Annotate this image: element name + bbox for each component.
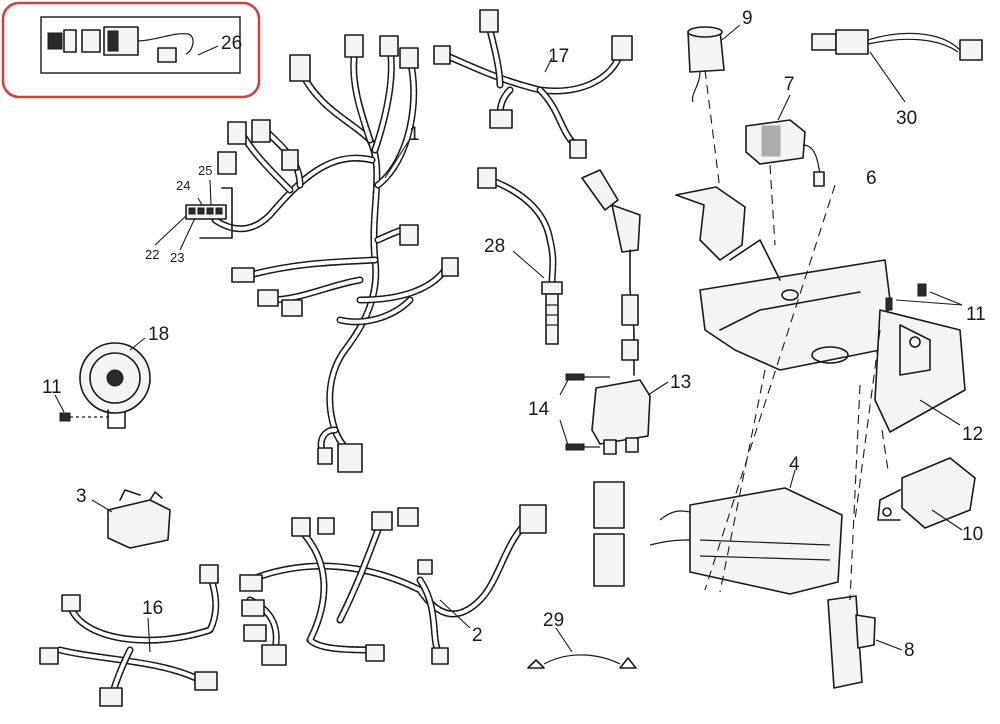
- part-14-coil-bolts[interactable]: [559, 373, 610, 451]
- callout-25: 25: [198, 163, 212, 178]
- callout-11a: 11: [42, 377, 62, 398]
- part-28-sensor[interactable]: [477, 167, 563, 345]
- part-17-sub-harness[interactable]: [433, 9, 633, 159]
- part-13-ignition-coil[interactable]: [581, 169, 669, 455]
- part-22-25-terminal-block[interactable]: [154, 179, 233, 251]
- callout-1: 1: [409, 124, 420, 145]
- callout-29: 29: [543, 610, 564, 631]
- callout-11b: 11: [966, 304, 986, 325]
- callout-28: 28: [484, 236, 505, 257]
- callout-3: 3: [76, 486, 87, 507]
- callout-26: 26: [221, 33, 242, 54]
- part-16-sub-harness[interactable]: [39, 564, 220, 707]
- callout-22: 22: [145, 247, 159, 262]
- part-10-relay[interactable]: [877, 457, 976, 531]
- part-8-control-module[interactable]: [827, 595, 903, 689]
- callout-30: 30: [896, 108, 917, 129]
- callout-24: 24: [176, 178, 190, 193]
- part-1-main-harness[interactable]: [211, 34, 459, 473]
- callout-16: 16: [142, 598, 163, 619]
- callout-23: 23: [170, 250, 184, 265]
- part-11-bolt-horn[interactable]: [54, 394, 112, 422]
- part-30-sensor-lead[interactable]: [811, 29, 983, 103]
- part-3-starter-relay[interactable]: [91, 489, 171, 549]
- part-12-battery-bracket[interactable]: [874, 309, 966, 433]
- part-26-ignition-switch-kit[interactable]: [40, 16, 241, 74]
- callout-13: 13: [670, 372, 691, 393]
- callout-14: 14: [528, 399, 550, 420]
- highlight-frame: [1, 1, 261, 99]
- callout-8: 8: [904, 640, 915, 661]
- assembly-lines: [704, 69, 889, 601]
- callout-4: 4: [789, 454, 800, 475]
- part-4-regulator[interactable]: [593, 469, 843, 595]
- callout-18: 18: [148, 324, 169, 345]
- callout-2: 2: [472, 625, 483, 646]
- part-7-relay[interactable]: [745, 94, 825, 187]
- callout-10: 10: [962, 524, 983, 545]
- callout-7: 7: [784, 74, 795, 95]
- part-11-bolts-tray[interactable]: [885, 283, 963, 311]
- part-29-ground-lead[interactable]: [527, 627, 637, 669]
- callout-9: 9: [742, 8, 753, 29]
- part-9-sensor[interactable]: [687, 24, 741, 103]
- part-2-sub-harness[interactable]: [239, 504, 547, 666]
- part-6-battery-tray[interactable]: [675, 186, 891, 371]
- callout-17: 17: [548, 46, 569, 67]
- part-18-horn[interactable]: [79, 337, 151, 429]
- callout-6: 6: [866, 168, 877, 189]
- callout-12: 12: [962, 424, 983, 445]
